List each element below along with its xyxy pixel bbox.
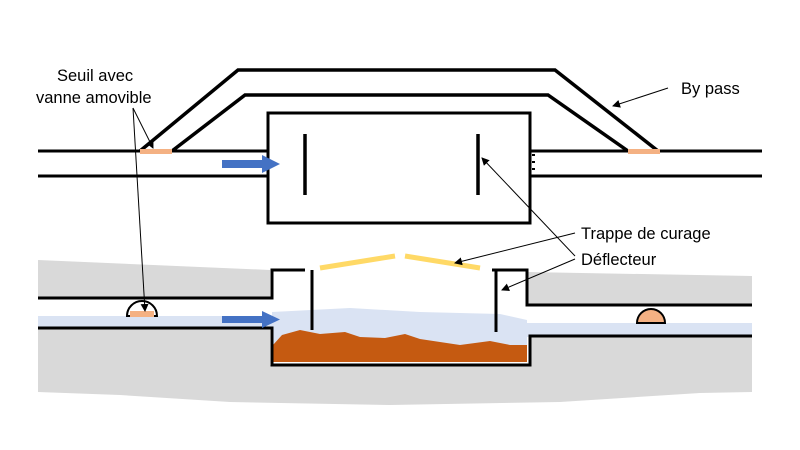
tank-top-view (266, 111, 532, 225)
flow-arrow-top (222, 155, 280, 173)
ground (38, 260, 270, 298)
cleaning-hatch-left (319, 253, 396, 271)
outlet-marks (532, 154, 535, 170)
ground (527, 272, 752, 305)
top-view (38, 68, 762, 225)
leader-lines (132, 87, 669, 312)
cleaning-hatch-right (404, 253, 481, 271)
label-seuil-line1: Seuil avec (57, 67, 133, 85)
sill-right-top (628, 149, 660, 154)
section-view (38, 253, 752, 405)
section-outline (38, 268, 752, 367)
label-deflecteur: Déflecteur (581, 251, 657, 269)
water-inlet (38, 316, 272, 328)
label-bypass: By pass (681, 80, 740, 98)
water-outlet (527, 323, 752, 337)
label-seuil-line2: vanne amovible (36, 89, 152, 107)
flow-arrow-section (222, 311, 280, 328)
sill-left-top (140, 149, 172, 154)
bypass-pipe (138, 68, 660, 153)
label-trappe: Trappe de curage (581, 225, 711, 243)
sill-right-section (635, 308, 667, 324)
removable-gate-left (125, 300, 159, 317)
sediment (273, 330, 527, 362)
